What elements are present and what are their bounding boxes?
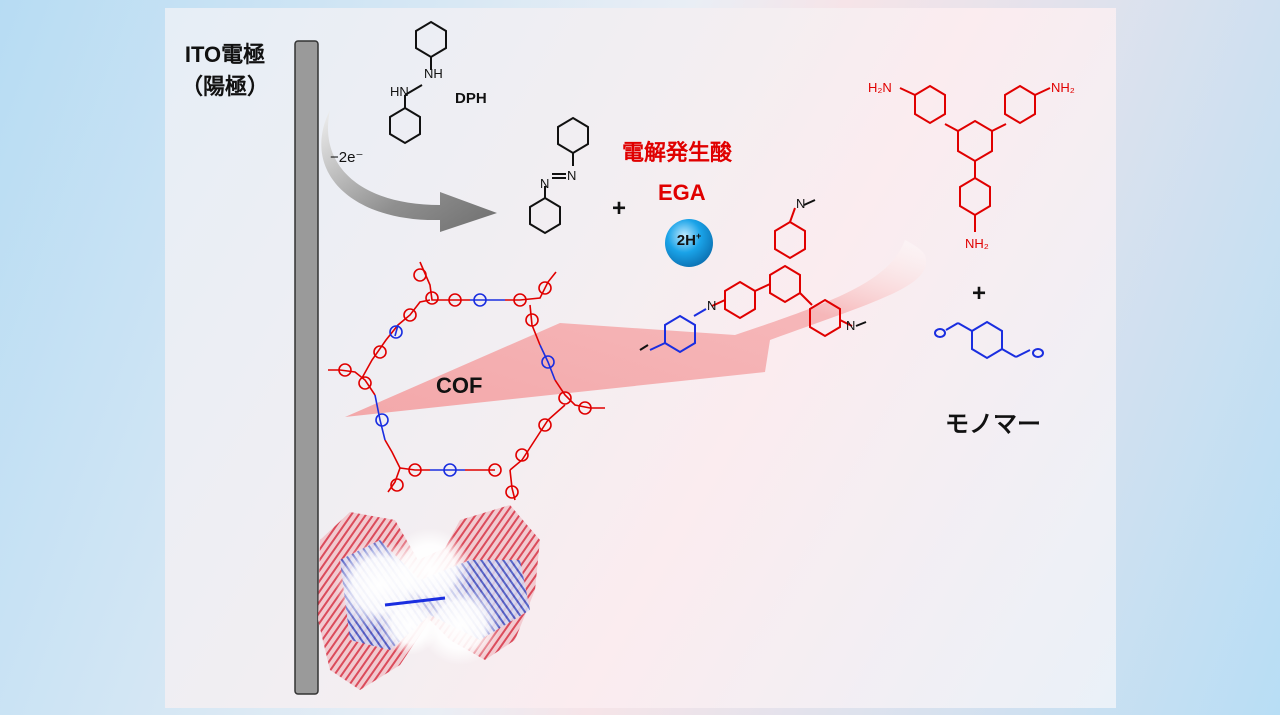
cof-crystal-image [318,505,540,690]
electrode-title: ITO電極 [184,42,266,67]
azobenzene-molecule [529,116,589,235]
dph-nh-top: NH [424,66,443,81]
plus-sign-1: + [612,195,627,222]
azo-n2: N [540,176,550,191]
amine-label-left: H₂N [868,80,892,95]
fragment-imine-n-top: N [796,196,806,211]
electrode-subtitle: （陽極） [180,74,269,99]
dph-molecule [389,20,447,145]
dph-label: DPH [455,90,487,107]
dph-nh-bottom: HN [390,84,409,99]
oxidation-arrow [321,110,497,232]
triamine-monomer [899,84,1051,232]
polymerization-arrow [345,240,927,417]
cof-network [328,261,605,501]
electron-transfer-label: −2e⁻ [330,149,364,166]
azo-n1: N [567,168,577,183]
dialdehyde-monomer [934,320,1044,360]
ega-english-name: EGA [658,180,706,205]
cof-label: COF [436,373,483,398]
ito-electrode [294,40,319,695]
amine-label-bottom: NH₂ [965,236,989,251]
proton-ball [665,219,713,267]
monomer-label: モノマー [945,411,1041,438]
amine-label-right: NH₂ [1051,80,1075,95]
fragment-imine-n-right: N [846,318,856,333]
proton-label: 2H+ [676,231,702,249]
imine-fragment [639,199,867,354]
fragment-imine-n-left: N [707,298,717,313]
plus-sign-2: + [972,280,987,307]
ega-japanese-name: 電解発生酸 [622,140,733,165]
